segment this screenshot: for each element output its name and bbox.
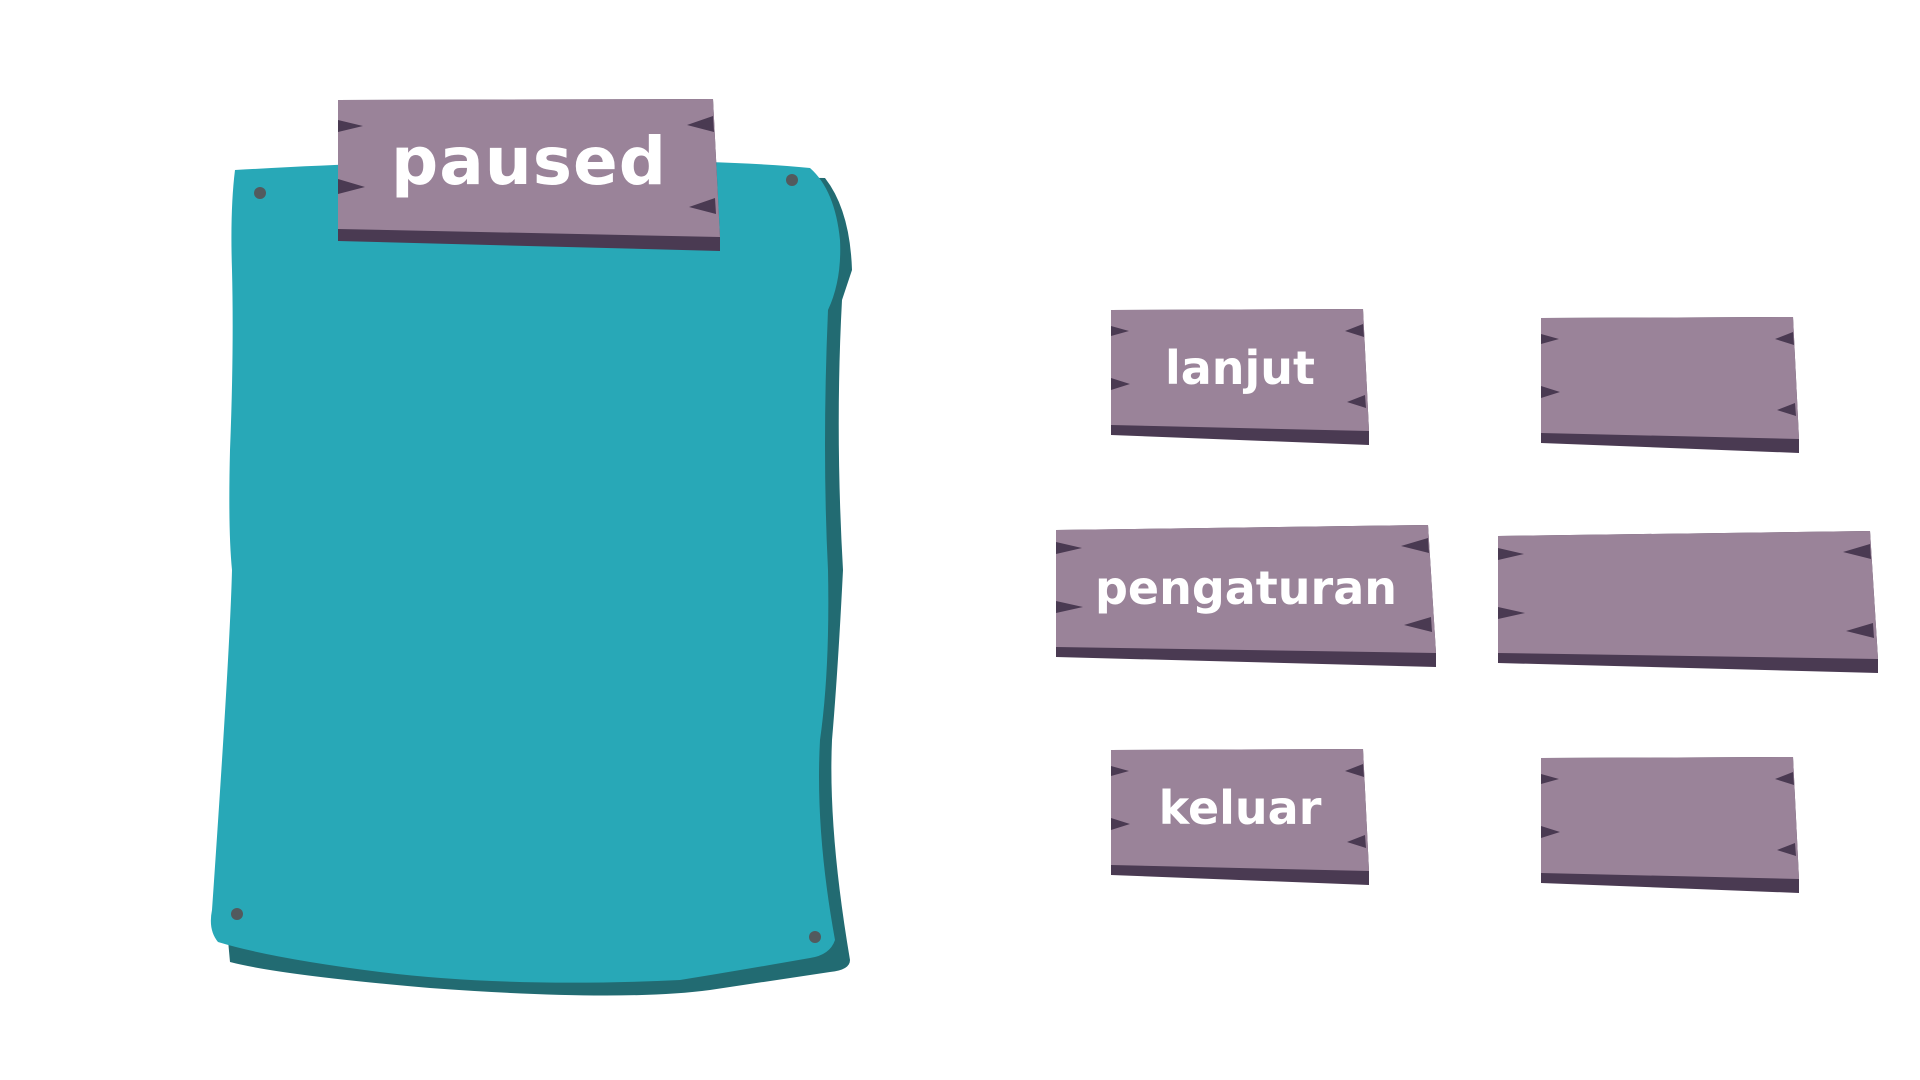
resume-button[interactable]: lanjut: [1111, 309, 1369, 445]
resume-plank-graphic: [1111, 309, 1369, 445]
settings-plank-graphic: [1056, 525, 1436, 667]
blank-plank-graphic: [1541, 317, 1799, 453]
blank-sign-3: [1541, 757, 1799, 893]
settings-button[interactable]: pengaturan: [1056, 525, 1436, 667]
blank-plank-graphic: [1498, 531, 1878, 673]
blank-plank-graphic: [1541, 757, 1799, 893]
title-sign: paused: [338, 99, 720, 251]
blank-sign-1: [1541, 317, 1799, 453]
board-graphic: [210, 160, 852, 996]
settings-button-label: pengaturan: [1094, 561, 1398, 615]
pause-title: paused: [390, 123, 668, 200]
blank-sign-2: [1498, 531, 1878, 673]
resume-button-label: lanjut: [1164, 341, 1316, 395]
exit-button-label: keluar: [1158, 781, 1322, 835]
title-plank-graphic: [338, 99, 720, 251]
exit-button[interactable]: keluar: [1111, 749, 1369, 885]
pause-board-panel: [210, 150, 870, 1010]
exit-plank-graphic: [1111, 749, 1369, 885]
